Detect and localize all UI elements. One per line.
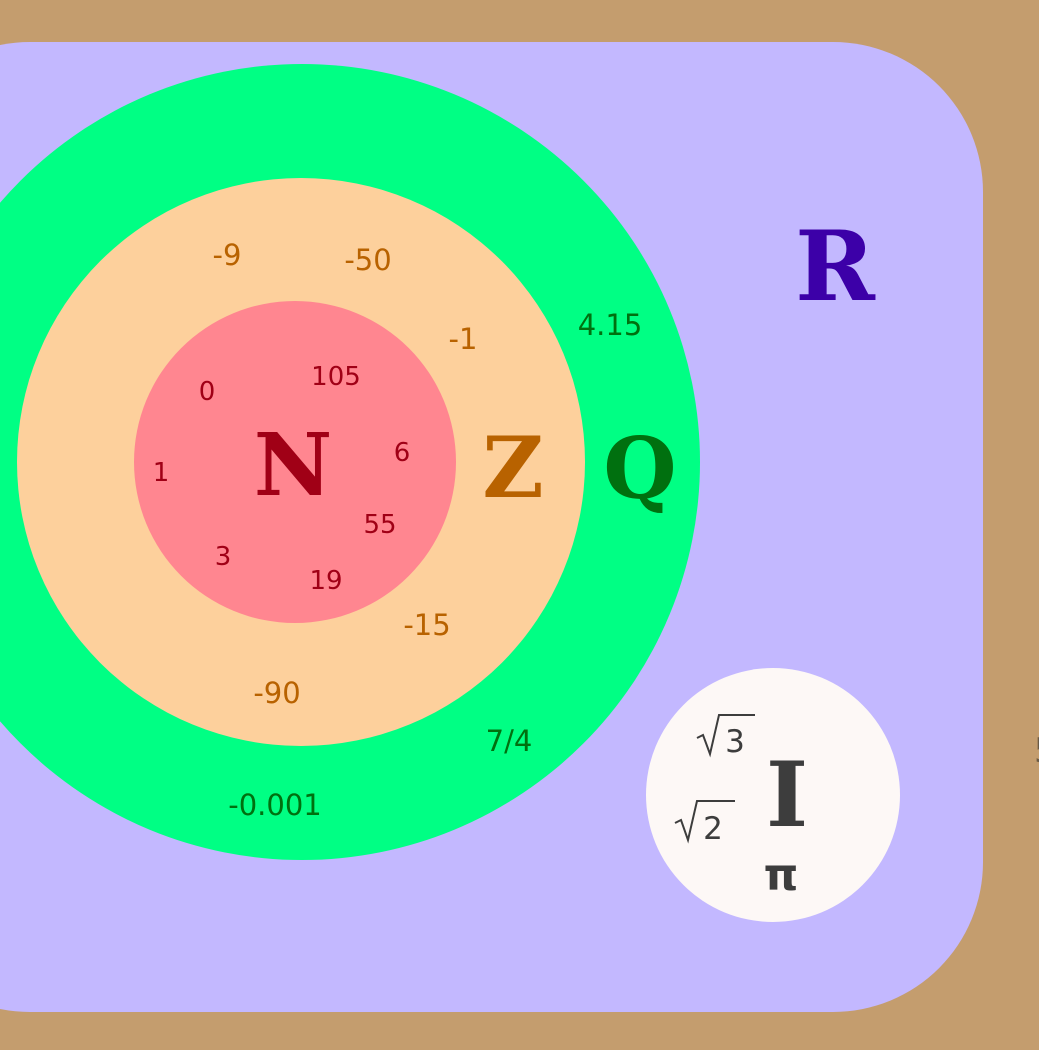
- cropped-number-fragment: 5: [1034, 731, 1039, 771]
- natural-example: 0: [199, 377, 216, 407]
- rational-example: 4.15: [578, 308, 643, 342]
- naturals-label: N: [254, 415, 333, 516]
- naturals-set-region: [134, 301, 456, 623]
- reals-label: R: [795, 210, 876, 323]
- rationals-label: Q: [603, 419, 676, 518]
- integers-label: Z: [482, 418, 543, 517]
- natural-example: 55: [363, 510, 396, 540]
- irrationals-label: I: [766, 742, 808, 848]
- integer-example: -1: [449, 322, 478, 356]
- sqrt-2-expression: 2: [674, 800, 735, 847]
- natural-example: 19: [309, 566, 342, 596]
- radical-sign-icon: [696, 714, 755, 758]
- sqrt-3-expression: 3: [696, 714, 755, 760]
- natural-example: 6: [394, 438, 411, 468]
- integer-example: -15: [403, 608, 450, 642]
- irrational-radicand: 2: [703, 811, 723, 847]
- radical-sign-icon: [674, 800, 735, 844]
- rational-example: -0.001: [228, 788, 322, 822]
- rational-example: 7/4: [486, 724, 533, 758]
- natural-example: 1: [153, 458, 170, 488]
- natural-example: 105: [311, 362, 361, 392]
- natural-example: 3: [215, 542, 232, 572]
- pi-symbol: π: [764, 850, 799, 901]
- irrationals-set-region: [646, 668, 900, 922]
- integer-example: -9: [213, 238, 242, 272]
- integer-example: -90: [253, 676, 300, 710]
- irrational-radicand: 3: [725, 724, 745, 760]
- integer-example: -50: [344, 243, 391, 277]
